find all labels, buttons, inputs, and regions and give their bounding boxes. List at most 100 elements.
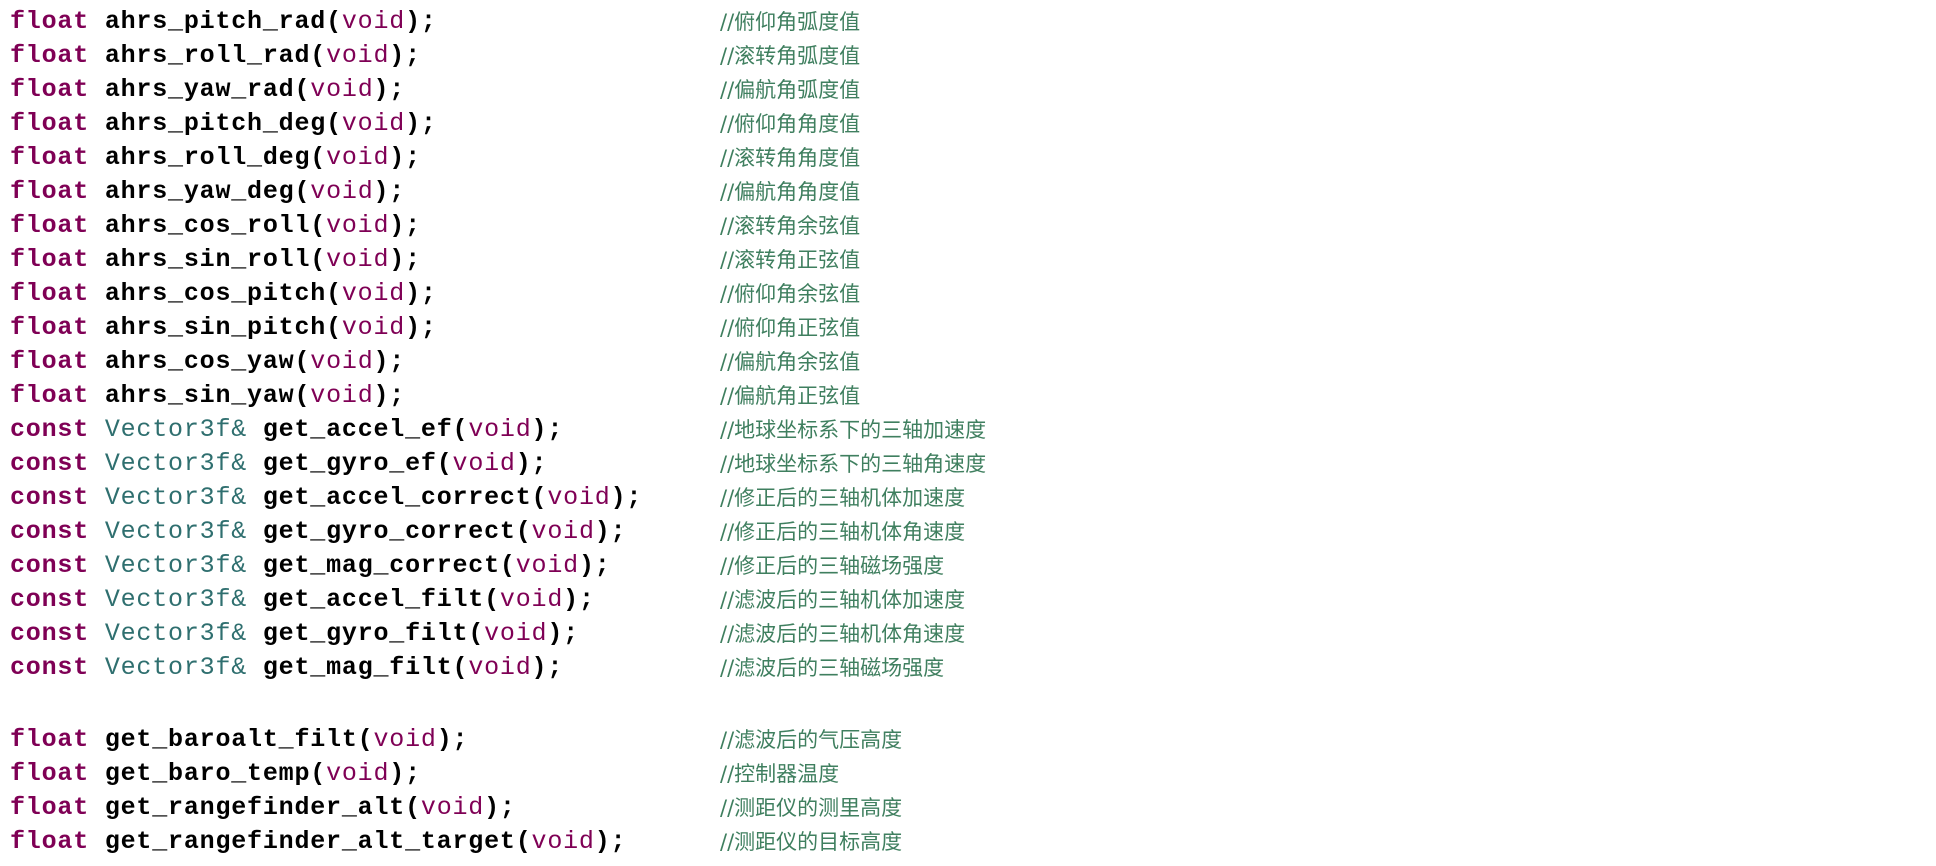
code-line: float ahrs_pitch_rad(void);//俯仰角弧度值 [10, 5, 860, 39]
code-comment: //俯仰角正弦值 [720, 316, 861, 340]
code-line: const Vector3f& get_gyro_filt(void);//滤波… [10, 617, 965, 651]
code-comment: //滚转角角度值 [720, 146, 861, 170]
code-comment: //修正后的三轴磁场强度 [720, 554, 945, 578]
function-name: ahrs_sin_yaw [104, 381, 295, 410]
code-comment: //控制器温度 [720, 762, 840, 786]
return-type: Vector3f& [104, 619, 248, 648]
param-void: void [326, 143, 390, 172]
code-comment: //俯仰角余弦值 [720, 282, 861, 306]
keyword: float [10, 75, 90, 104]
param-void: void [326, 41, 390, 70]
keyword: const [10, 653, 90, 682]
code-line: float ahrs_sin_roll(void);//滚转角正弦值 [10, 243, 860, 277]
function-name: get_gyro_ef [262, 449, 437, 478]
code-comment: //地球坐标系下的三轴加速度 [720, 418, 987, 442]
param-void: void [310, 177, 374, 206]
function-name: get_gyro_correct [262, 517, 516, 546]
param-void: void [341, 313, 406, 342]
function-name: ahrs_cos_pitch [104, 279, 327, 308]
code-comment: //修正后的三轴机体角速度 [720, 520, 966, 544]
param-void: void [499, 585, 564, 614]
code-comment: //地球坐标系下的三轴角速度 [720, 452, 987, 476]
code-comment: //测距仪的目标高度 [720, 830, 903, 854]
param-void: void [310, 347, 374, 376]
return-type: Vector3f& [104, 415, 248, 444]
code-line: float ahrs_pitch_deg(void);//俯仰角角度值 [10, 107, 860, 141]
code-line: const Vector3f& get_accel_ef(void);//地球坐… [10, 413, 986, 447]
code-line: float get_rangefinder_alt_target(void);/… [10, 825, 902, 859]
keyword: const [10, 449, 90, 478]
code-comment: //修正后的三轴机体加速度 [720, 486, 966, 510]
keyword: float [10, 313, 90, 342]
return-type: Vector3f& [104, 449, 248, 478]
keyword: float [10, 279, 90, 308]
return-type: Vector3f& [104, 585, 248, 614]
param-void: void [310, 381, 374, 410]
param-void: void [310, 75, 374, 104]
param-void: void [341, 279, 406, 308]
function-name: get_gyro_filt [262, 619, 469, 648]
code-line: float ahrs_yaw_deg(void);//偏航角角度值 [10, 175, 860, 209]
code-line: float ahrs_roll_deg(void);//滚转角角度值 [10, 141, 860, 175]
param-void: void [326, 211, 390, 240]
param-void: void [452, 449, 516, 478]
param-void: void [531, 827, 595, 856]
code-line: float ahrs_cos_roll(void);//滚转角余弦值 [10, 209, 860, 243]
function-name: ahrs_roll_rad [104, 41, 311, 70]
code-line: float ahrs_cos_pitch(void);//俯仰角余弦值 [10, 277, 860, 311]
keyword: float [10, 725, 90, 754]
code-comment: //偏航角角度值 [720, 180, 861, 204]
code-line: float get_baroalt_filt(void);//滤波后的气压高度 [10, 723, 902, 757]
param-void: void [468, 415, 532, 444]
code-comment: //滤波后的三轴机体加速度 [720, 588, 966, 612]
code-line: float ahrs_sin_pitch(void);//俯仰角正弦值 [10, 311, 860, 345]
param-void: void [484, 619, 548, 648]
code-comment: //偏航角正弦值 [720, 384, 861, 408]
keyword: float [10, 827, 90, 856]
param-void: void [531, 517, 595, 546]
code-comment: //滚转角正弦值 [720, 248, 861, 272]
param-void: void [547, 483, 611, 512]
return-type: Vector3f& [104, 483, 248, 512]
function-name: ahrs_yaw_deg [104, 177, 295, 206]
function-name: ahrs_pitch_rad [104, 7, 327, 36]
param-void: void [341, 7, 406, 36]
code-line: float ahrs_yaw_rad(void);//偏航角弧度值 [10, 73, 860, 107]
keyword: float [10, 7, 90, 36]
code-line: float ahrs_sin_yaw(void);//偏航角正弦值 [10, 379, 860, 413]
param-void: void [326, 759, 390, 788]
keyword: float [10, 143, 90, 172]
function-name: ahrs_roll_deg [104, 143, 311, 172]
param-void: void [515, 551, 579, 580]
code-comment: //滚转角余弦值 [720, 214, 861, 238]
code-line: const Vector3f& get_gyro_ef(void);//地球坐标… [10, 447, 986, 481]
keyword: const [10, 415, 90, 444]
code-comment: //滤波后的三轴磁场强度 [720, 656, 945, 680]
param-void: void [373, 725, 437, 754]
code-line: float get_baro_temp(void);//控制器温度 [10, 757, 839, 791]
return-type: Vector3f& [104, 551, 248, 580]
return-type: Vector3f& [104, 653, 248, 682]
keyword: float [10, 347, 90, 376]
code-comment: //滤波后的三轴机体角速度 [720, 622, 966, 646]
return-type: Vector3f& [104, 517, 248, 546]
code-line: float ahrs_roll_rad(void);//滚转角弧度值 [10, 39, 860, 73]
keyword: const [10, 619, 90, 648]
function-name: ahrs_sin_roll [104, 245, 311, 274]
function-name: ahrs_cos_roll [104, 211, 311, 240]
function-name: ahrs_pitch_deg [104, 109, 327, 138]
function-name: ahrs_yaw_rad [104, 75, 295, 104]
keyword: float [10, 245, 90, 274]
keyword: float [10, 793, 90, 822]
code-line: const Vector3f& get_mag_correct(void);//… [10, 549, 944, 583]
code-line: const Vector3f& get_gyro_correct(void);/… [10, 515, 965, 549]
code-comment: //俯仰角角度值 [720, 112, 861, 136]
code-line: const Vector3f& get_mag_filt(void);//滤波后… [10, 651, 944, 685]
keyword: float [10, 759, 90, 788]
keyword: float [10, 41, 90, 70]
function-name: get_rangefinder_alt [104, 793, 406, 822]
function-name: get_accel_ef [262, 415, 453, 444]
code-comment: //俯仰角弧度值 [720, 10, 861, 34]
